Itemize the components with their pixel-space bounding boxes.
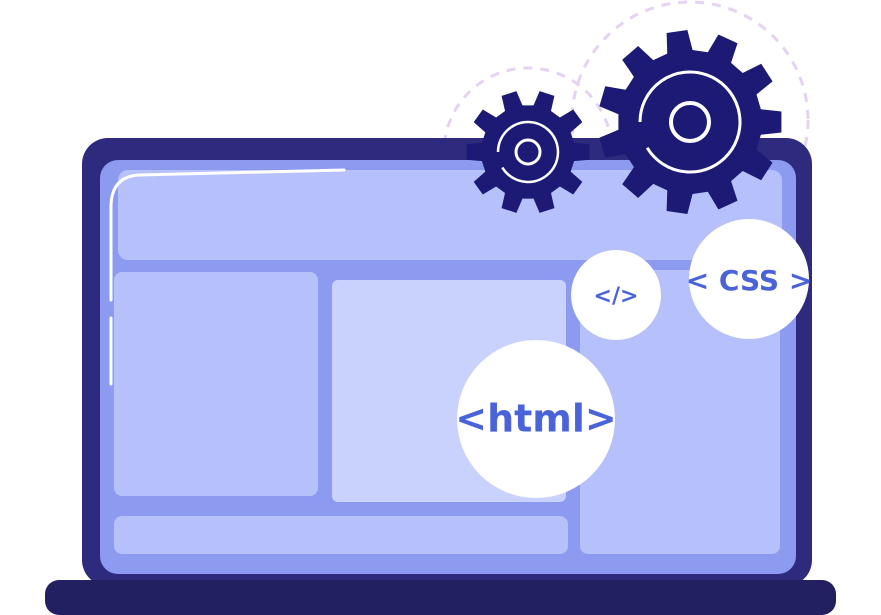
html-tag-badge: <html> (455, 340, 617, 498)
gear-ring (496, 120, 560, 184)
gear-ring (638, 70, 742, 174)
laptop-base (45, 580, 836, 615)
orbit-dashed-large (570, 0, 810, 240)
left-panel (114, 272, 318, 496)
gear-icon (466, 91, 590, 213)
html-tag-label: <html> (455, 397, 617, 441)
header-panel (118, 170, 782, 260)
gear-hole (669, 101, 711, 143)
gear-body (466, 91, 590, 213)
gear-body (599, 30, 782, 214)
code-tag-badge: </> (571, 250, 661, 340)
css-tag-badge: < CSS > (686, 219, 813, 339)
gear-icon (599, 30, 782, 214)
gear-hole (514, 138, 542, 166)
right-panel (580, 270, 780, 554)
css-tag-label: < CSS > (686, 264, 813, 297)
footer-panel (114, 516, 568, 554)
code-tag-label: </> (594, 284, 639, 309)
screen-glare (109, 168, 346, 302)
